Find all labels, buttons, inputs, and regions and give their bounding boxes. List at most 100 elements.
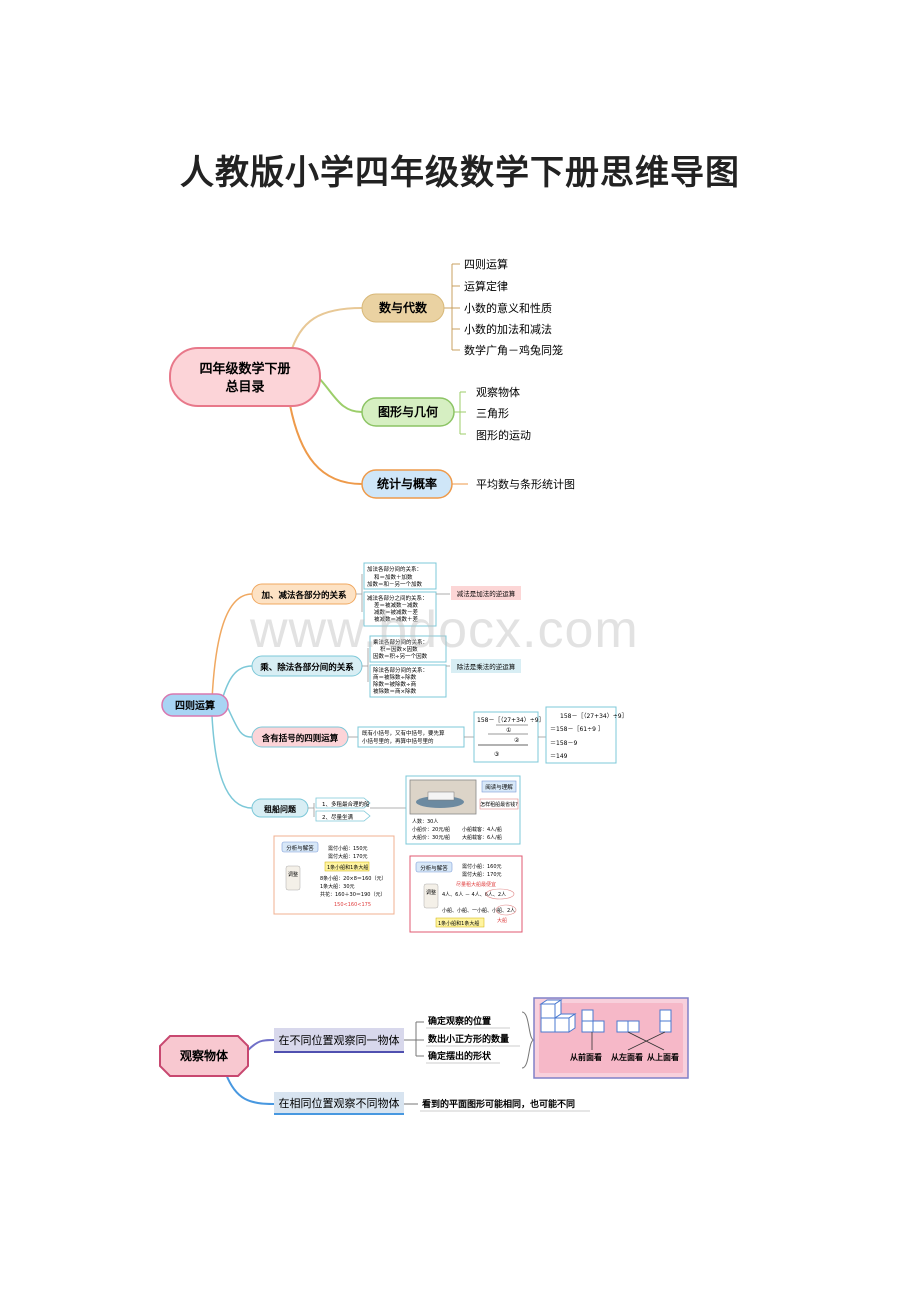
side-label: 调整 — [426, 889, 436, 896]
analysis-text: 尽量租大船最便宜 — [456, 881, 496, 888]
branch-number-algebra-label: 数与代数 — [379, 300, 428, 315]
view-label: 从上面看 — [647, 1052, 679, 1062]
map2: 四则运算 加、减法各部分的关系 加法各部分间的关系： 和＝加数＋加数 加数＝和－… — [161, 562, 628, 933]
analysis-text: 小船、小船、一小船、小船、2人 — [442, 907, 515, 914]
expression-steps-box — [473, 711, 539, 763]
tag-text: 减法是加法的逆运算 — [457, 589, 516, 598]
front-view-figure — [581, 1009, 605, 1033]
analysis-text: 1条大船：30元 — [320, 883, 355, 890]
branch-same-object-label: 在不同位置观察同一物体 — [279, 1033, 400, 1047]
branch-boat-rental-label: 租船问题 — [264, 804, 297, 814]
tag-text: 分析与解答 — [420, 864, 448, 872]
cube-figure — [539, 999, 577, 1033]
note-box — [369, 635, 447, 663]
tag-inverse-multiply — [451, 659, 521, 673]
note-text: 除法各部分间的关系： — [373, 666, 428, 674]
note-text: 除数＝被除数÷商 — [373, 680, 417, 688]
analysis-text: 需付小船：160元 — [462, 863, 502, 870]
expression-solution-box — [545, 706, 617, 764]
branch-same-object — [274, 1028, 404, 1052]
expr-text: ① — [506, 727, 511, 734]
view-label: 从前面看 — [570, 1052, 602, 1062]
expr-text: ③ — [494, 751, 499, 758]
note-text: 积＝因数×因数 — [380, 645, 418, 653]
tag-text: 除法是乘法的逆运算 — [457, 662, 516, 671]
top-view-figure — [659, 1009, 672, 1033]
side-label: 调整 — [288, 871, 298, 878]
branch-brackets-label: 含有括号的四则运算 — [261, 733, 339, 744]
left-view-figure — [616, 1020, 640, 1033]
branch-different-objects-label: 在相同位置观察不同物体 — [279, 1096, 400, 1110]
note-text: 被除数＝商×除数 — [373, 687, 417, 695]
note-text: 因数＝积÷另一个因数 — [373, 652, 428, 660]
analysis-text: 4人、6人 － 4人、6人、2人 — [442, 892, 506, 898]
info-text: 小船载客：4人/船 — [462, 826, 502, 833]
note-box — [363, 562, 437, 590]
leaf-text: 观察物体 — [476, 385, 520, 399]
analysis-text: 8条小船：20×8＝160（元） — [320, 875, 386, 882]
expr-text: 158－［（27+34）÷9］ — [560, 713, 628, 720]
map3-root-node — [159, 1035, 249, 1077]
note-text: 减数＝被减数－差 — [374, 608, 419, 616]
map1-root-line2: 总目录 — [225, 379, 264, 395]
analysis-text: 共花：160＋30＝190（元） — [320, 891, 385, 898]
page-title: 人教版小学四年级数学下册思维导图 — [180, 153, 740, 193]
note-box — [369, 664, 447, 698]
map2-root-label: 四则运算 — [175, 699, 215, 712]
map2-root-node — [161, 693, 229, 717]
question-tag — [479, 798, 519, 810]
watermark: www.bdocx.com — [250, 601, 639, 659]
analysis-text: 1条小船和1条大船 — [327, 864, 368, 871]
map1: 四年级数学下册 总目录 数与代数 图形与几何 统计与概率 四则运算 运算定律 小… — [169, 257, 575, 499]
branch-geometry-label: 图形与几何 — [378, 404, 438, 419]
branch-multiply-divide-label: 乘、除法各部分间的关系 — [259, 662, 354, 673]
branch-statistics-label: 统计与概率 — [377, 476, 437, 491]
note-text: 减法各部分之间的关系： — [367, 594, 428, 602]
tag-text: 分析与解答 — [286, 844, 314, 852]
rule-text: 1、多租最合理的船 — [322, 800, 370, 808]
leaf-text: 四则运算 — [464, 257, 508, 271]
step-text: 确定观察的位置 — [428, 1015, 491, 1027]
note-text: 差＝被减数－减数 — [374, 601, 419, 609]
analysis-text: 150<160<175 — [334, 902, 371, 908]
note-text: 既有小括号，又有中括号，要先算 — [362, 729, 445, 737]
note-text: 小括号里的，再算中括号里的 — [362, 737, 434, 745]
leaf-text: 运算定律 — [464, 279, 508, 293]
expr-text: ② — [514, 737, 520, 744]
info-text: 小船价：20元/船 — [412, 826, 450, 833]
info-text: 人数：30人 — [412, 818, 438, 825]
branch-add-subtract-label: 加、减法各部分的关系 — [260, 590, 347, 601]
branch-number-algebra — [361, 293, 445, 323]
note-text: 商＝被除数÷除数 — [373, 673, 417, 681]
expr-text: ＝149 — [550, 753, 568, 760]
analysis-text: 大船 — [497, 917, 507, 924]
leaf-text: 小数的意义和性质 — [464, 301, 552, 315]
branch-geometry — [361, 397, 455, 427]
branch-statistics — [361, 469, 453, 499]
map1-root-node — [169, 347, 321, 407]
rule-text: 2、尽量坐满 — [322, 813, 353, 821]
info-text: 大船载客：6人/船 — [462, 834, 502, 841]
analysis-text: 需付大船：170元 — [328, 853, 368, 860]
branch-different-objects — [274, 1092, 404, 1114]
boat-rule-1 — [315, 797, 371, 809]
leaf-text: 数学广角－鸡兔同笼 — [464, 343, 563, 357]
observation-note: 看到的平面图形可能相同，也可能不同 — [422, 1098, 575, 1110]
view-label: 从左面看 — [611, 1052, 643, 1062]
expr-text: ＝158－9 — [550, 740, 577, 747]
analysis-text: 需付小船：150元 — [328, 845, 368, 852]
note-box — [363, 591, 437, 627]
tag-inverse-add — [451, 586, 521, 600]
leaf-text: 三角形 — [476, 407, 509, 420]
step-text: 确定摆出的形状 — [428, 1050, 492, 1062]
note-text: 乘法各部分间的关系： — [373, 638, 428, 646]
reading-tag — [481, 780, 517, 793]
note-text: 被减数＝减数＋差 — [374, 615, 419, 623]
note-text: 和＝加数＋加数 — [374, 573, 413, 581]
analysis-text: 需付大船：170元 — [462, 871, 502, 878]
note-text: 加法各部分间的关系： — [367, 565, 422, 573]
map3-root-label: 观察物体 — [180, 1048, 229, 1063]
info-text: 大船价：30元/船 — [412, 834, 450, 841]
step-text: 数出小正方形的数量 — [428, 1033, 509, 1045]
